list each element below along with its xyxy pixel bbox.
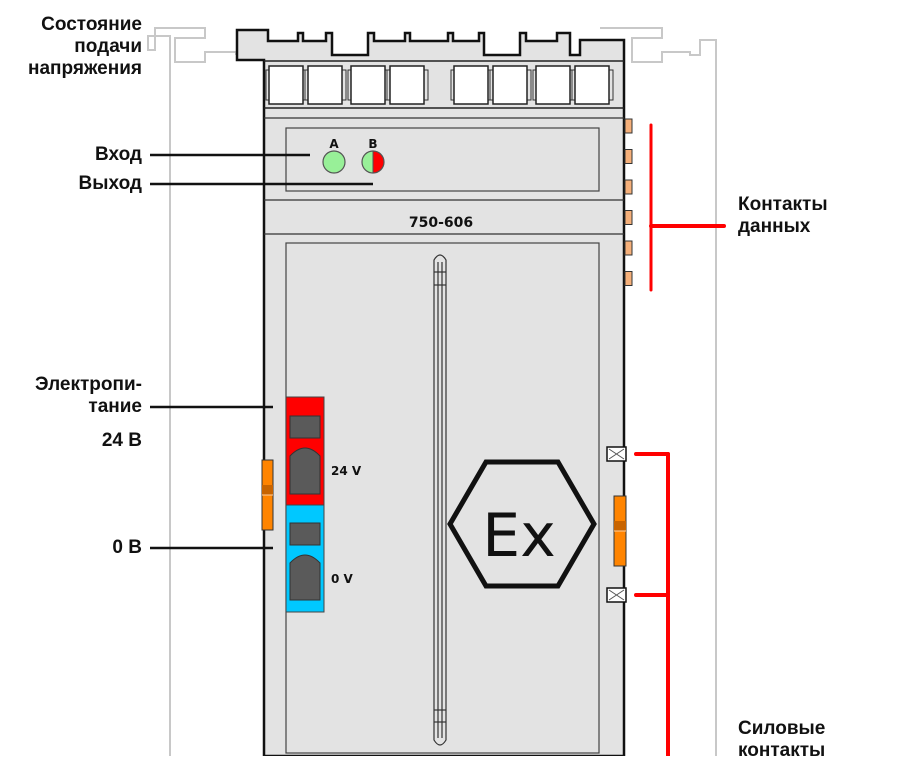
wire-entry-slot xyxy=(532,65,575,105)
left-locking-slider xyxy=(261,459,274,531)
ex-symbol-text: Ex xyxy=(482,501,555,571)
led-a-label: A xyxy=(329,137,339,151)
label-data-contacts: Контакты данных xyxy=(738,194,828,237)
label-power-status: Состояние подачи напряжения xyxy=(28,14,142,79)
terminal-0v-label: 0 V xyxy=(331,572,354,586)
callout-power-contacts xyxy=(634,452,670,758)
data-contact xyxy=(624,149,633,164)
data-contacts xyxy=(624,118,633,286)
data-contact xyxy=(624,118,633,134)
wire-entry-slot xyxy=(265,65,308,105)
label-supply-0v: 0 В xyxy=(112,537,142,558)
data-contact xyxy=(624,210,633,225)
wire-entry-slot xyxy=(571,65,614,105)
callout-data-contacts xyxy=(649,123,726,292)
terminal-0v xyxy=(285,504,325,613)
label-supply: Электропи- тание xyxy=(35,374,142,417)
wire-entry-slot xyxy=(489,65,532,105)
label-output: Выход xyxy=(78,173,142,194)
label-supply-24v: 24 В xyxy=(101,430,142,451)
label-power-contacts: Силовые контакты xyxy=(738,718,826,761)
power-contact-top xyxy=(606,446,627,462)
terminal-24v xyxy=(285,396,325,506)
right-locking-slider xyxy=(613,495,627,567)
ex-symbol: Ex xyxy=(447,459,597,589)
wire-entry-slot xyxy=(304,65,347,105)
label-input: Вход xyxy=(95,144,142,165)
ghost-module-left xyxy=(147,27,237,756)
power-contact-bottom xyxy=(606,587,627,603)
release-slot xyxy=(433,254,447,746)
led-a xyxy=(322,150,346,174)
wire-entry-slot xyxy=(347,65,390,105)
wire-entry-slots xyxy=(265,65,614,105)
data-contact xyxy=(624,240,633,256)
ghost-module-right xyxy=(600,27,717,756)
data-contact xyxy=(624,179,633,195)
wire-entry-slot xyxy=(450,65,493,105)
led-b-label: B xyxy=(368,137,377,151)
terminal-24v-label: 24 V xyxy=(331,464,362,478)
led-b xyxy=(361,150,385,174)
wire-entry-slot xyxy=(386,65,429,105)
module-number: 750-606 xyxy=(409,215,473,231)
data-contact xyxy=(624,271,633,286)
